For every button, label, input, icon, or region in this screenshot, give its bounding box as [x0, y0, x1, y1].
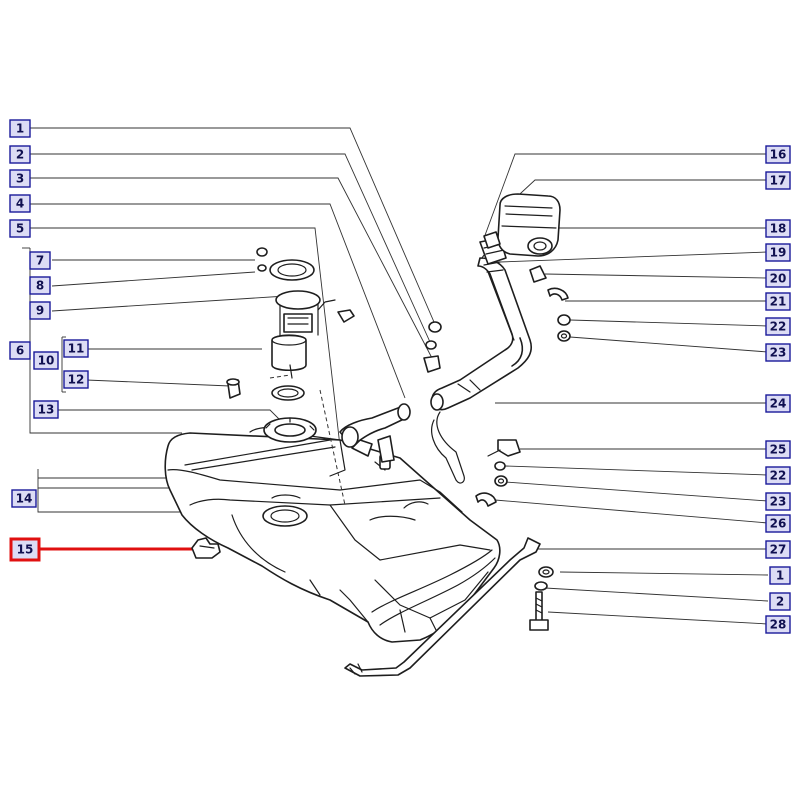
- seal: [271, 385, 305, 401]
- clip-9: [337, 309, 355, 323]
- callout-2: 2: [9, 145, 31, 164]
- fuel-pump-11: [269, 259, 336, 379]
- clip-20: [529, 265, 547, 283]
- svg-text:2: 2: [16, 148, 24, 162]
- strap-27: [344, 537, 541, 677]
- washer-2: [534, 581, 548, 591]
- nut-1-upper: [428, 321, 442, 333]
- callout-labels: 1 2 3 4 5 6 7 8 9 10 11 12 13 14 15 16 1…: [9, 119, 791, 634]
- ring-nut-13: [263, 417, 317, 443]
- callout-15: 15: [9, 537, 41, 562]
- callout-22-upper: 22: [765, 317, 791, 336]
- callout-26: 26: [765, 514, 791, 533]
- callout-13: 13: [33, 400, 59, 419]
- expansion-tank-16: [497, 193, 561, 257]
- callout-22-lower: 22: [765, 466, 791, 485]
- parts-drawing: [164, 193, 571, 677]
- svg-text:22: 22: [770, 469, 787, 483]
- svg-text:25: 25: [770, 443, 787, 457]
- nut-1: [538, 566, 554, 578]
- washer-23-lower: [494, 475, 508, 487]
- callout-28: 28: [765, 615, 791, 634]
- svg-text:5: 5: [16, 222, 24, 236]
- callout-6: 6: [9, 341, 31, 360]
- svg-text:16: 16: [770, 148, 787, 162]
- callout-1: 1: [9, 119, 31, 138]
- svg-text:13: 13: [38, 403, 55, 417]
- nut-22-upper: [557, 314, 571, 326]
- callout-5: 5: [9, 219, 31, 238]
- svg-text:28: 28: [770, 618, 787, 632]
- callout-12: 12: [63, 370, 89, 389]
- nut-7: [256, 247, 268, 257]
- clip-21: [547, 287, 569, 301]
- svg-text:14: 14: [16, 492, 33, 506]
- callout-10: 10: [33, 351, 59, 370]
- clip-26: [475, 492, 497, 507]
- callout-18: 18: [765, 219, 791, 238]
- svg-text:17: 17: [770, 174, 787, 188]
- bush-12: [226, 378, 241, 399]
- callout-7: 7: [29, 251, 51, 270]
- callout-8: 8: [29, 276, 51, 295]
- callout-16: 16: [765, 145, 791, 164]
- callout-20: 20: [765, 269, 791, 288]
- svg-text:20: 20: [770, 272, 787, 286]
- washer-2-upper: [425, 340, 437, 350]
- svg-text:21: 21: [770, 295, 787, 309]
- svg-text:26: 26: [770, 517, 787, 531]
- svg-text:18: 18: [770, 222, 787, 236]
- svg-text:10: 10: [38, 354, 55, 368]
- svg-text:8: 8: [36, 279, 44, 293]
- callout-2-lower: 2: [769, 592, 791, 611]
- svg-text:19: 19: [770, 246, 787, 260]
- callout-1-lower: 1: [769, 566, 791, 585]
- callout-9: 9: [29, 301, 51, 320]
- filler-neck-24: [430, 251, 533, 484]
- svg-text:6: 6: [16, 344, 24, 358]
- clip-25: [487, 439, 521, 457]
- svg-text:24: 24: [770, 397, 787, 411]
- svg-text:23: 23: [770, 346, 787, 360]
- svg-text:1: 1: [776, 569, 784, 583]
- svg-text:1: 1: [16, 122, 24, 136]
- callout-21: 21: [765, 292, 791, 311]
- bracket-4: [377, 435, 395, 463]
- callout-27: 27: [765, 540, 791, 559]
- clamp-3: [423, 355, 441, 373]
- washer-8: [257, 264, 267, 272]
- nut-22-lower: [494, 461, 506, 471]
- callout-17: 17: [765, 171, 791, 190]
- svg-text:11: 11: [68, 342, 85, 356]
- svg-text:9: 9: [36, 304, 44, 318]
- svg-text:3: 3: [16, 172, 24, 186]
- svg-text:23: 23: [770, 495, 787, 509]
- svg-text:15: 15: [17, 543, 34, 557]
- fuel-tank: [164, 426, 501, 643]
- svg-text:22: 22: [770, 320, 787, 334]
- callout-11: 11: [63, 339, 89, 358]
- callout-23-upper: 23: [765, 343, 791, 362]
- svg-text:4: 4: [16, 197, 24, 211]
- callout-23-lower: 23: [765, 492, 791, 511]
- callout-14: 14: [11, 489, 37, 508]
- callout-24: 24: [765, 394, 791, 413]
- svg-text:7: 7: [36, 254, 44, 268]
- svg-text:2: 2: [776, 595, 784, 609]
- svg-text:12: 12: [68, 373, 85, 387]
- washer-23-upper: [557, 330, 571, 342]
- callout-4: 4: [9, 194, 31, 213]
- callout-25: 25: [765, 440, 791, 459]
- vent-valve: [483, 231, 501, 249]
- hose-5: [339, 403, 411, 448]
- bolt-28: [529, 591, 549, 631]
- svg-text:27: 27: [770, 543, 787, 557]
- callout-19: 19: [765, 243, 791, 262]
- strap-hook-15: [191, 537, 221, 559]
- callout-3: 3: [9, 169, 31, 188]
